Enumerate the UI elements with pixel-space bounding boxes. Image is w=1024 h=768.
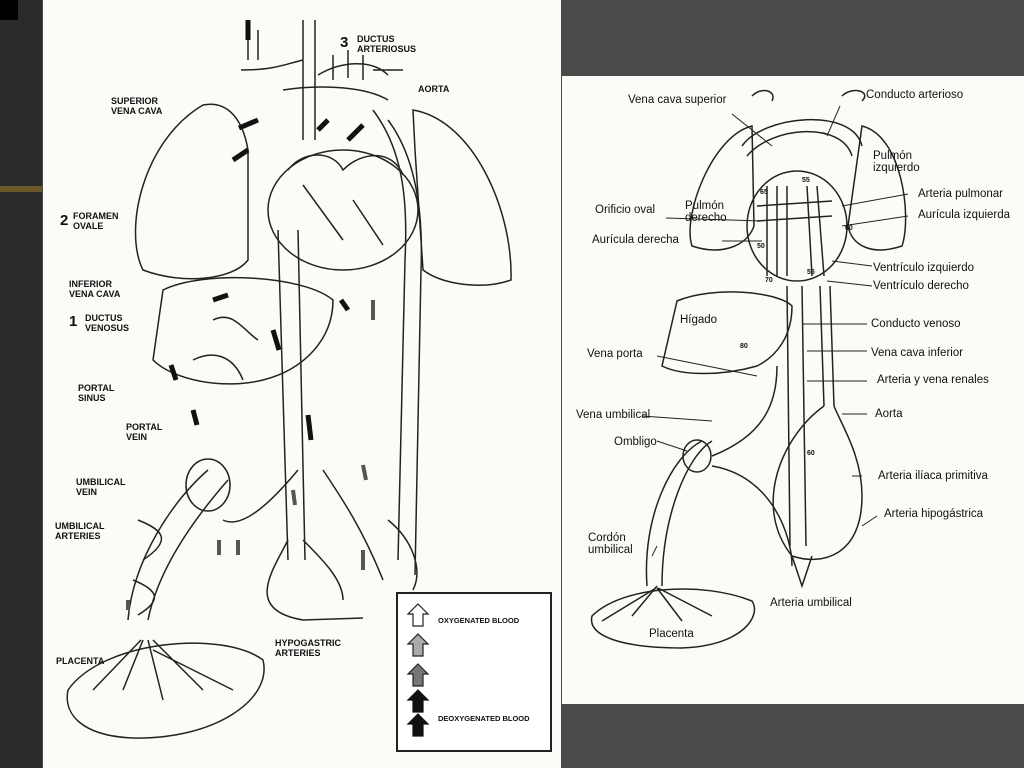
left-slide-border [0,0,42,768]
label-vena-cava-inferior: Vena cava inferior [871,347,964,359]
accent-stripe [0,186,42,192]
left-lung [847,125,907,251]
label-arteria-vena-renales: Arteria y vena renales [877,374,989,386]
umbilicus [185,458,231,512]
label-higado: Hígado [680,314,718,326]
oxygenated-arrow-icon [406,603,430,627]
label-portal-sinus: PORTAL SINUS [78,383,115,403]
diagram-drawing [66,20,512,739]
liver [661,291,793,375]
label-ombligo: Ombligo [614,436,657,448]
label-arteria-iliaca: Arteria ilíaca primitiva [878,470,988,482]
label-conducto-arterioso: Conducto arterioso [866,89,964,101]
label-vena-cava-superior: Vena cava superior [628,94,727,106]
label-arteria-pulmonar: Arteria pulmonar [918,188,1004,200]
blood-legend: OXYGENATED BLOOD DEOXYGENATED BLOOD [396,592,552,752]
value-80: 80 [740,343,748,350]
value-50: 50 [757,243,765,250]
label-placenta: PLACENTA [56,656,105,666]
label-foramen-ovale: FORAMEN OVALE [73,211,119,231]
value-60: 60 [845,225,853,232]
liver [152,276,334,385]
diagram-drawing [590,89,909,649]
corner-block [0,0,18,20]
deoxygenated-arrow-icon [406,713,430,737]
label-conducto-venoso: Conducto venoso [871,318,961,330]
label-orificio-oval: Orificio oval [595,204,656,216]
heart [267,149,419,271]
label-pulmon-izquierdo: Pulmón izquierdo [873,150,920,174]
aorta [819,285,835,407]
right-lung [689,125,755,251]
fetal-circulation-diagram-spanish: Vena cava superior Conducto arterioso Pu… [562,76,1024,704]
legend-oxygenated: OXYGENATED BLOOD [438,616,520,625]
inferior-vena-cava [277,229,306,561]
heart [746,170,848,282]
label-aorta: Aorta [875,408,903,420]
label-inferior-vena-cava: INFERIOR VENA CAVA [69,279,121,299]
mixed-light-arrow-icon [406,633,430,657]
descending-aorta [372,109,423,576]
label-number-3: 3 [340,34,349,51]
legend-deoxygenated: DEOXYGENATED BLOOD [438,714,530,723]
value-65: 65 [760,189,768,196]
label-aorta: AORTA [418,84,450,94]
value-55: 55 [802,177,810,184]
legend-arrows [406,603,430,737]
label-pulmon-derecho: Pulmón derecho [685,200,727,224]
label-arteria-hipogastrica: Arteria hipogástrica [884,508,984,520]
right-lung [134,103,249,280]
label-ductus-venosus: DUCTUS VENOSUS [85,313,130,333]
label-hypogastric-arteries: HYPOGASTRIC ARTERIES [275,638,342,658]
label-vena-umbilical: Vena umbilical [576,409,651,421]
label-cordon-umbilical: Cordón umbilical [588,532,633,556]
umbilical-cord [645,440,713,587]
left-lung [412,109,512,286]
label-superior-vena-cava: SUPERIOR VENA CAVA [111,96,163,116]
deoxygenated-arrow-icon [406,689,430,713]
label-vena-porta: Vena porta [587,348,643,360]
placenta [66,642,265,739]
label-number-2: 2 [60,212,69,229]
label-number-1: 1 [69,313,78,330]
fetal-circulation-diagram-english: 3 DUCTUS ARTERIOSUS AORTA SUPERIOR VENA … [43,0,561,768]
value-70: 70 [765,277,773,284]
label-arteria-umbilical: Arteria umbilical [770,597,852,609]
label-umbilical-arteries: UMBILICAL ARTERIES [55,521,105,541]
label-portal-vein: PORTAL VEIN [126,422,163,442]
iliac-arteries [772,405,863,561]
label-ventriculo-derecho: Ventrículo derecho [873,280,969,292]
label-ventriculo-izquierdo: Ventrículo izquierdo [873,262,975,274]
label-auricula-izquierda: Aurícula izquierda [918,209,1011,221]
background-area [562,704,1024,768]
mixed-dark-arrow-icon [406,663,430,687]
value-55: 55 [807,269,815,276]
label-auricula-derecha: Aurícula derecha [592,234,679,246]
value-60: 60 [807,450,815,457]
label-placenta: Placenta [649,628,694,640]
inferior-vena-cava [786,285,807,547]
umbilical-cord [127,469,229,621]
background-area [562,0,1024,76]
label-ductus-arteriosus: DUCTUS ARTERIOSUS [357,34,417,54]
label-umbilical-vein: UMBILICAL VEIN [76,477,126,497]
